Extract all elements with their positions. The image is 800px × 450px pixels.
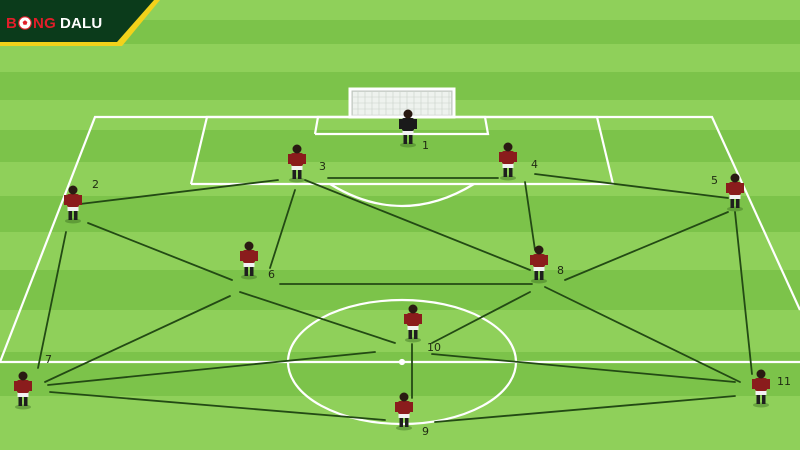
grass-stripe (0, 352, 800, 396)
player-7 (14, 371, 32, 410)
pass-line (544, 286, 741, 383)
player-6 (240, 241, 258, 280)
logo-letter-b: B (6, 14, 18, 32)
goal-net (351, 90, 453, 117)
goal-area (313, 115, 490, 136)
logo-word-dalu: DALU (59, 14, 103, 32)
player-8 (530, 245, 548, 284)
brand-logo: B NG DALU (0, 0, 160, 46)
penalty-arc (329, 183, 475, 207)
pass-line (524, 181, 536, 251)
grass-stripe (0, 0, 800, 20)
grass-stripe (0, 196, 800, 232)
grass-stripe (0, 232, 800, 270)
player-2 (64, 185, 82, 224)
pass-line (564, 211, 729, 281)
player-number-11: 11 (777, 375, 791, 388)
pass-line (239, 291, 396, 344)
player-number-9: 9 (422, 425, 429, 438)
pass-line (734, 211, 753, 375)
player-number-3: 3 (319, 160, 326, 173)
pass-line (434, 395, 736, 423)
player-11 (752, 369, 770, 408)
pass-line (304, 179, 531, 271)
logo-banner (0, 0, 160, 46)
grass-stripe (0, 130, 800, 162)
player-numbers: 1 2 3 4 5 6 7 8 9 10 11 (45, 139, 791, 438)
pass-line (47, 351, 376, 386)
pass-line (37, 231, 67, 369)
logo-wordmark: B NG DALU (6, 13, 102, 33)
player-10 (404, 304, 422, 343)
player-9 (395, 392, 413, 431)
player-4 (499, 142, 517, 181)
pass-line (87, 222, 233, 281)
player-number-10: 10 (427, 341, 441, 354)
players (14, 109, 770, 431)
player-number-2: 2 (92, 178, 99, 191)
pass-line (49, 391, 386, 421)
player-number-4: 4 (531, 158, 538, 171)
grass-stripe (0, 44, 800, 72)
grass-stripe (0, 310, 800, 352)
pass-line (79, 179, 279, 205)
player-number-6: 6 (268, 268, 275, 281)
goal-frame (348, 87, 456, 119)
player-5 (726, 173, 744, 212)
player-number-7: 7 (45, 353, 52, 366)
pass-line (431, 291, 531, 344)
goal (348, 87, 456, 119)
pass-line (534, 173, 729, 199)
logo-word-bong: B NG (6, 15, 56, 32)
goal-net-mesh (353, 92, 451, 116)
grass-stripe (0, 270, 800, 310)
pass-line (44, 295, 231, 383)
player-number-1: 1 (422, 139, 429, 152)
soccer-ball-icon (18, 16, 32, 30)
player-1 (399, 109, 417, 148)
pass-line (269, 189, 296, 269)
center-spot (398, 358, 406, 366)
logo-letters-ng: NG (33, 14, 56, 32)
player-3 (288, 144, 306, 183)
passing-lanes (37, 173, 753, 423)
player-number-5: 5 (711, 174, 718, 187)
grass-stripe (0, 162, 800, 196)
pass-line (431, 353, 736, 383)
player-number-8: 8 (557, 264, 564, 277)
